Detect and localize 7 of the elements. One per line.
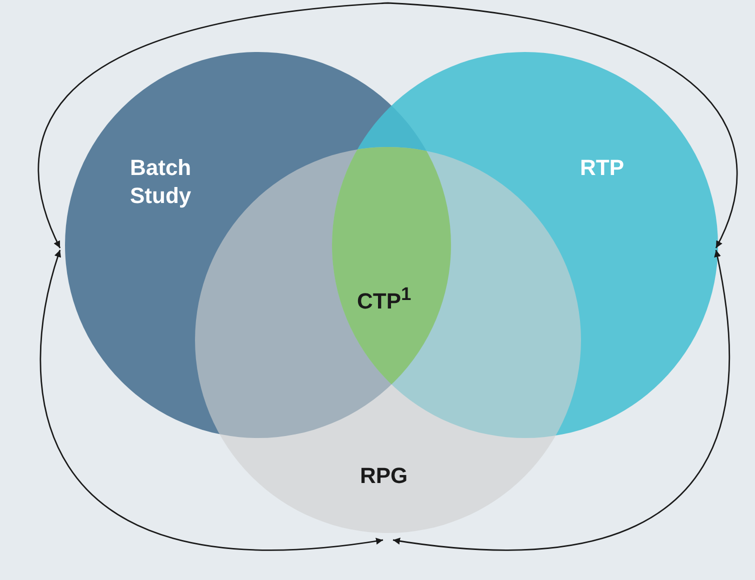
set-label: RPG	[360, 462, 408, 490]
curved-arrow	[392, 250, 730, 550]
curved-arrow	[38, 2, 738, 248]
set-label: Batch Study	[130, 154, 192, 210]
curved-arrow	[40, 250, 384, 550]
set-label: CTP$^{1}$	[357, 282, 412, 316]
set-label: RTP	[580, 154, 624, 182]
